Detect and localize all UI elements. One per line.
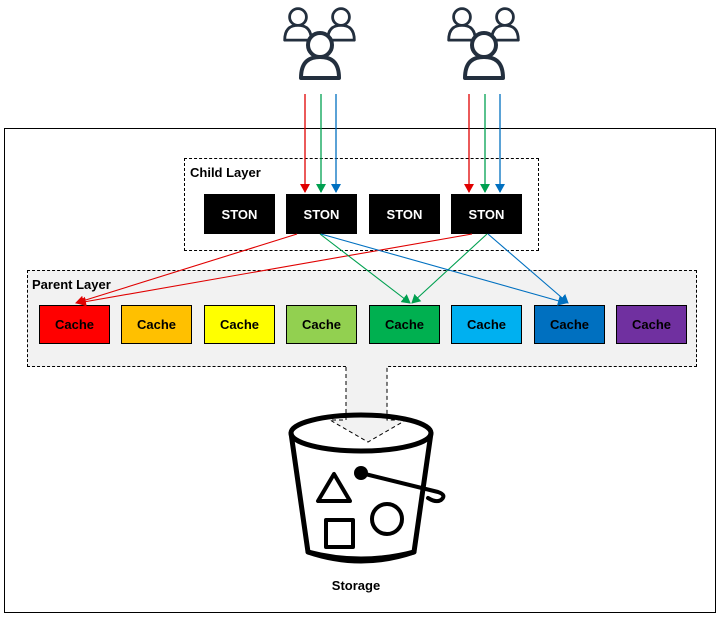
ston-node-3[interactable]: STON <box>369 194 440 234</box>
user-to-ston-arrows <box>300 94 505 193</box>
parent-layer-label: Parent Layer <box>32 277 111 292</box>
ston-node-2[interactable]: STON <box>286 194 357 234</box>
cache-node-1[interactable]: Cache <box>39 305 110 344</box>
cache-node-3[interactable]: Cache <box>204 305 275 344</box>
user-group-icon-left <box>283 7 356 80</box>
cache-node-5[interactable]: Cache <box>369 305 440 344</box>
cache-node-6[interactable]: Cache <box>451 305 522 344</box>
cache-node-2[interactable]: Cache <box>121 305 192 344</box>
cache-node-7[interactable]: Cache <box>534 305 605 344</box>
user-group-icon-right <box>447 7 520 80</box>
funnel-connector <box>328 366 408 443</box>
child-layer-label: Child Layer <box>190 165 261 180</box>
ston-node-4[interactable]: STON <box>451 194 522 234</box>
cache-node-8[interactable]: Cache <box>616 305 687 344</box>
ston-to-cache-arrows <box>75 233 569 307</box>
storage-label: Storage <box>331 578 381 593</box>
outer-frame <box>4 128 716 613</box>
bucket-icon <box>288 412 446 564</box>
cache-node-4[interactable]: Cache <box>286 305 357 344</box>
ston-node-1[interactable]: STON <box>204 194 275 234</box>
